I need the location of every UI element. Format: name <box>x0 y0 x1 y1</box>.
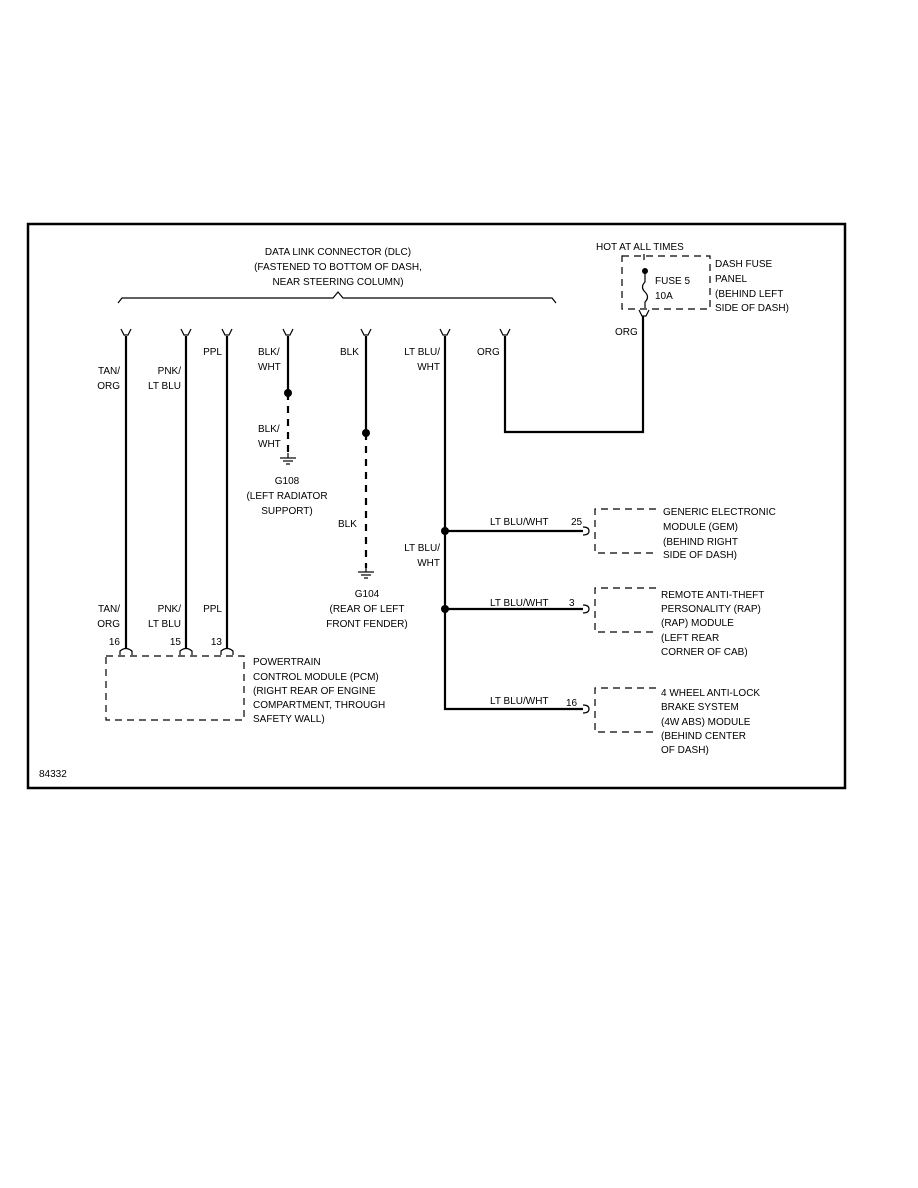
fuse-rating: 10A <box>655 291 673 302</box>
dlc-label: DATA LINK CONNECTOR (DLC) (FASTENED TO B… <box>254 247 422 288</box>
svg-text:PPL: PPL <box>203 347 222 358</box>
svg-text:DASH FUSE: DASH FUSE <box>715 259 773 270</box>
svg-text:(RIGHT REAR OF ENGINE: (RIGHT REAR OF ENGINE <box>253 686 376 697</box>
gem-module-label: GENERIC ELECTRONIC MODULE (GEM) (BEHIND … <box>663 507 776 561</box>
blk-label-top: BLK <box>340 347 359 358</box>
figure-id: 84332 <box>39 769 67 780</box>
dlc-bracket <box>117 291 557 304</box>
svg-text:SUPPORT): SUPPORT) <box>261 506 313 517</box>
svg-text:PNK/: PNK/ <box>158 366 182 377</box>
svg-text:LT BLU/: LT BLU/ <box>404 543 440 554</box>
svg-text:WHT: WHT <box>258 439 281 450</box>
svg-text:PANEL: PANEL <box>715 274 747 285</box>
svg-text:(FASTENED TO BOTTOM OF DASH,: (FASTENED TO BOTTOM OF DASH, <box>254 262 422 273</box>
svg-text:WHT: WHT <box>417 558 440 569</box>
pnk-ltblu-label: PNK/ LT BLU PNK/ LT BLU <box>148 366 181 630</box>
rap-module-label: REMOTE ANTI-THEFT PERSONALITY (RAP) (RAP… <box>661 590 764 658</box>
svg-text:(RAP) MODULE: (RAP) MODULE <box>661 618 734 629</box>
svg-text:COMPARTMENT, THROUGH: COMPARTMENT, THROUGH <box>253 700 385 711</box>
svg-text:OF DASH): OF DASH) <box>661 745 709 756</box>
svg-text:13: 13 <box>211 637 223 648</box>
tan-org-label: TAN/ ORG TAN/ ORG <box>97 366 120 630</box>
svg-text:TAN/: TAN/ <box>98 366 120 377</box>
svg-text:SIDE OF DASH): SIDE OF DASH) <box>663 550 737 561</box>
svg-text:FRONT FENDER): FRONT FENDER) <box>326 619 407 630</box>
svg-text:4 WHEEL ANTI-LOCK: 4 WHEEL ANTI-LOCK <box>661 688 760 699</box>
fuse-5-icon <box>641 271 649 308</box>
svg-text:SIDE OF DASH): SIDE OF DASH) <box>715 303 789 314</box>
org-wire <box>503 316 645 434</box>
svg-text:WHT: WHT <box>258 362 281 373</box>
org-fuse-wire-label: ORG <box>615 327 638 338</box>
ppl-label: PPL PPL <box>203 347 222 615</box>
svg-text:BLK/: BLK/ <box>258 347 280 358</box>
svg-text:WHT: WHT <box>417 362 440 373</box>
svg-text:(BEHIND RIGHT: (BEHIND RIGHT <box>663 537 738 548</box>
ground-g108-icon <box>280 453 296 465</box>
svg-text:POWERTRAIN: POWERTRAIN <box>253 657 321 668</box>
g108-label: G108 (LEFT RADIATOR SUPPORT) <box>246 476 327 517</box>
svg-text:G104: G104 <box>355 589 380 600</box>
svg-text:LT BLU: LT BLU <box>148 619 181 630</box>
hot-at-all-times-label: HOT AT ALL TIMES <box>596 242 684 253</box>
svg-text:LT BLU/: LT BLU/ <box>404 347 440 358</box>
blk-wht-label: BLK/ WHT BLK/ WHT <box>258 347 281 450</box>
abs-pin: 16 <box>566 698 578 709</box>
gem-module-box <box>594 508 656 554</box>
ground-g104-icon <box>358 568 374 579</box>
abs-module-box <box>594 687 656 733</box>
rap-wire-label: LT BLU/WHT <box>490 598 549 609</box>
svg-text:PNK/: PNK/ <box>158 604 182 615</box>
svg-text:(BEHIND LEFT: (BEHIND LEFT <box>715 289 783 300</box>
svg-text:PPL: PPL <box>203 604 222 615</box>
svg-text:PERSONALITY (RAP): PERSONALITY (RAP) <box>661 604 761 615</box>
dash-fuse-panel-box <box>621 255 711 310</box>
pcm-label: POWERTRAIN CONTROL MODULE (PCM) (RIGHT R… <box>253 657 385 725</box>
svg-text:G108: G108 <box>275 476 300 487</box>
svg-text:TAN/: TAN/ <box>98 604 120 615</box>
svg-text:DATA LINK CONNECTOR (DLC): DATA LINK CONNECTOR (DLC) <box>265 247 411 258</box>
abs-wire-label: LT BLU/WHT <box>490 696 549 707</box>
rap-module-box <box>594 587 656 633</box>
dlc-pins <box>120 328 511 336</box>
org-wire-label: ORG <box>477 347 500 358</box>
blk-label-mid: BLK <box>338 519 357 530</box>
svg-text:15: 15 <box>170 637 182 648</box>
gem-pin: 25 <box>571 517 583 528</box>
ltblu-wht-label: LT BLU/ WHT LT BLU/ WHT <box>404 347 440 569</box>
svg-text:(LEFT RADIATOR: (LEFT RADIATOR <box>246 491 327 502</box>
svg-text:BRAKE SYSTEM: BRAKE SYSTEM <box>661 702 739 713</box>
svg-text:CONTROL MODULE (PCM): CONTROL MODULE (PCM) <box>253 672 379 683</box>
svg-text:ORG: ORG <box>97 381 120 392</box>
gem-wire-label: LT BLU/WHT <box>490 517 549 528</box>
pcm-box <box>105 655 245 721</box>
svg-text:LT BLU: LT BLU <box>148 381 181 392</box>
diagram-frame <box>26 222 847 790</box>
svg-text:(LEFT REAR: (LEFT REAR <box>661 633 719 644</box>
svg-text:GENERIC ELECTRONIC: GENERIC ELECTRONIC <box>663 507 776 518</box>
g104-label: G104 (REAR OF LEFT FRONT FENDER) <box>326 589 407 630</box>
ltblu-wht-bus <box>443 336 583 711</box>
svg-text:(REAR OF LEFT: (REAR OF LEFT <box>329 604 404 615</box>
pcm-pins: 16 15 13 <box>109 637 234 655</box>
svg-text:ORG: ORG <box>97 619 120 630</box>
rap-pin: 3 <box>569 598 575 609</box>
svg-text:BLK/: BLK/ <box>258 424 280 435</box>
svg-text:SAFETY WALL): SAFETY WALL) <box>253 714 325 725</box>
fuse-name: FUSE 5 <box>655 276 690 287</box>
svg-text:NEAR STEERING COLUMN): NEAR STEERING COLUMN) <box>272 277 403 288</box>
svg-text:16: 16 <box>109 637 121 648</box>
dash-fuse-panel-label: DASH FUSE PANEL (BEHIND LEFT SIDE OF DAS… <box>715 259 789 314</box>
svg-text:(BEHIND CENTER: (BEHIND CENTER <box>661 731 746 742</box>
svg-text:(4W ABS) MODULE: (4W ABS) MODULE <box>661 717 751 728</box>
abs-module-label: 4 WHEEL ANTI-LOCK BRAKE SYSTEM (4W ABS) … <box>661 688 760 756</box>
svg-text:MODULE (GEM): MODULE (GEM) <box>663 522 738 533</box>
svg-text:CORNER OF CAB): CORNER OF CAB) <box>661 647 748 658</box>
svg-text:REMOTE ANTI-THEFT: REMOTE ANTI-THEFT <box>661 590 764 601</box>
